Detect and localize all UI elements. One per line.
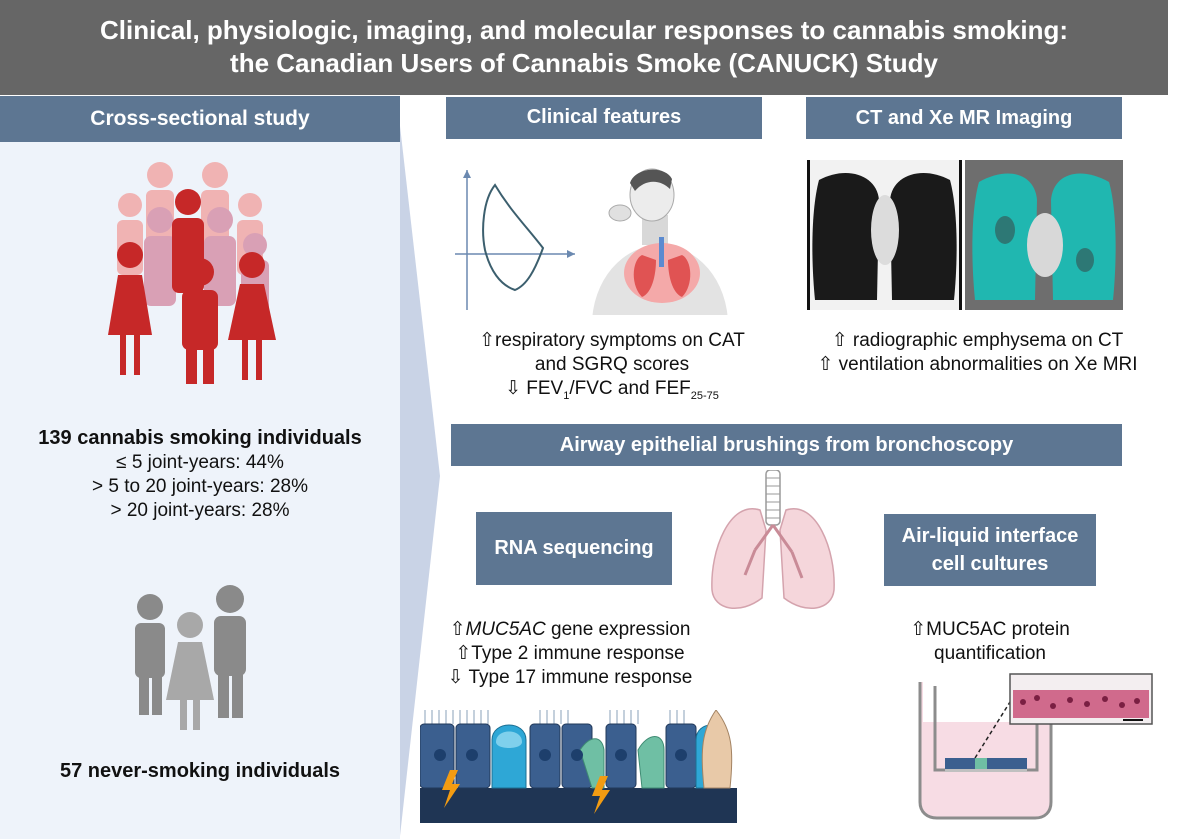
lungs-trachea-icon xyxy=(711,470,835,609)
ali-finding-2: quantification xyxy=(934,643,1046,664)
fvc-fef-text: /FVC and FEF xyxy=(569,378,691,399)
ct-scan-image xyxy=(807,160,962,310)
muc5ac-gene-name: MUC5AC xyxy=(465,619,546,640)
coughing-person-lungs-icon xyxy=(592,168,728,315)
rna-finding-2: ⇧Type 2 immune response xyxy=(455,643,685,664)
cross-sectional-label: Cross-sectional study xyxy=(0,96,400,142)
cannabis-cohort: 139 cannabis smoking individuals ≤ 5 joi… xyxy=(0,425,400,523)
never-smokers-people-icon xyxy=(135,585,246,730)
clinical-finding-2: and SGRQ scores xyxy=(534,354,690,375)
fev-subscript: 1 xyxy=(563,389,570,402)
airway-epithelium-illustration xyxy=(420,710,737,823)
clinical-finding-3: ⇩ FEV1/FVC and FEF25-75 xyxy=(432,377,792,408)
fef-subscript: 25-75 xyxy=(690,389,719,402)
figure-title: Clinical, physiologic, imaging, and mole… xyxy=(0,0,1168,95)
cannabis-cohort-title: 139 cannabis smoking individuals xyxy=(38,427,362,449)
flow-volume-loop-icon xyxy=(455,170,575,310)
rna-finding-3: ⇩ Type 17 immune response xyxy=(447,667,693,688)
imaging-finding-1: ⇧ radiographic emphysema on CT xyxy=(831,330,1124,351)
rna-finding-1: ⇧MUC5AC gene expression xyxy=(420,618,720,642)
ali-finding-1: ⇧MUC5AC protein xyxy=(910,619,1070,640)
ali-findings: ⇧MUC5AC protein quantification xyxy=(880,618,1100,666)
air-liquid-interface-label: Air-liquid interface cell cultures xyxy=(884,514,1096,586)
xe-mri-image xyxy=(965,160,1123,310)
rna-findings: ⇧MUC5AC gene expression ⇧Type 2 immune r… xyxy=(420,618,720,690)
rna-sequencing-label: RNA sequencing xyxy=(476,512,672,585)
imaging-findings: ⇧ radiographic emphysema on CT ⇧ ventila… xyxy=(790,329,1165,377)
never-smoking-cohort: 57 never-smoking individuals xyxy=(59,760,341,782)
clinical-finding-1: ⇧respiratory symptoms on CAT xyxy=(479,330,745,351)
title-line-2: the Canadian Users of Cannabis Smoke (CA… xyxy=(230,48,938,78)
cannabis-smokers-people-icon xyxy=(108,162,276,384)
imaging-finding-2: ⇧ ventilation abnormalities on Xe MRI xyxy=(817,354,1138,375)
clinical-features-label: Clinical features xyxy=(446,97,762,139)
imaging-label: CT and Xe MR Imaging xyxy=(806,97,1122,139)
transwell-culture-illustration xyxy=(918,673,1153,820)
title-line-1: Clinical, physiologic, imaging, and mole… xyxy=(100,15,1068,45)
joint-years-group-1: ≤ 5 joint-years: 44% xyxy=(116,452,284,473)
joint-years-group-2: > 5 to 20 joint-years: 28% xyxy=(92,476,308,497)
ali-label-line-2: cell cultures xyxy=(931,553,1049,575)
panel-arrow-shape xyxy=(395,96,455,839)
joint-years-group-3: > 20 joint-years: 28% xyxy=(110,500,290,521)
increase-arrow: ⇧ xyxy=(449,619,466,640)
clinical-findings: ⇧respiratory symptoms on CAT and SGRQ sc… xyxy=(432,329,792,408)
gene-expression-text: gene expression xyxy=(545,619,691,640)
airway-brushings-label: Airway epithelial brushings from broncho… xyxy=(451,424,1122,466)
fev-text: ⇩ FEV xyxy=(505,378,564,399)
ali-label-line-1: Air-liquid interface xyxy=(901,525,1079,547)
